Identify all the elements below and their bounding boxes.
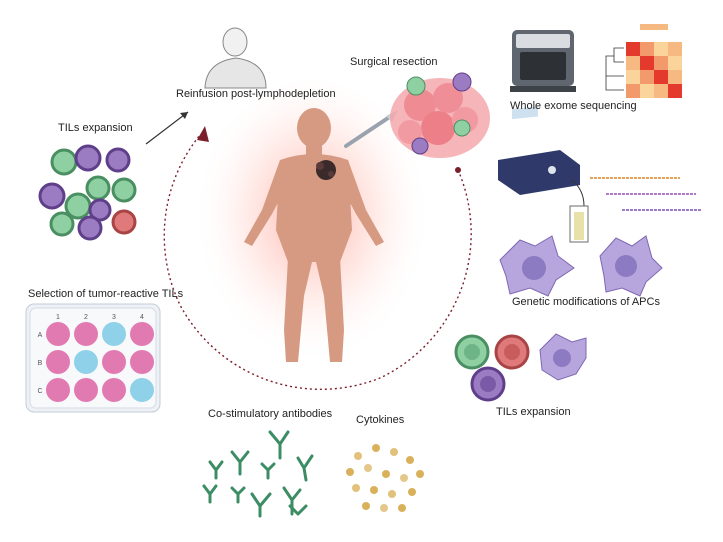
- reinfusion-arrowhead: [180, 112, 188, 119]
- cycle-arrowhead: [197, 126, 209, 142]
- label-surgical-resection: Surgical resection: [350, 56, 438, 68]
- person-icon: [204, 27, 267, 89]
- label-tils-expansion-right: TILs expansion: [496, 406, 571, 418]
- plate-wells: [46, 322, 154, 402]
- heatmap-icon: [605, 24, 682, 98]
- label-selection: Selection of tumor-reactive TILs: [28, 288, 184, 300]
- label-genetic-mods: Genetic modifications of APCs: [512, 296, 660, 308]
- plate-row-c: C: [37, 388, 42, 395]
- body-icon: [244, 108, 384, 362]
- antibody-icon: [202, 430, 314, 518]
- t-cell-icon: [454, 333, 587, 402]
- plate-col-4: 4: [140, 314, 144, 321]
- tumor-tissue: [390, 72, 490, 158]
- cycle-start-dot: [455, 167, 461, 173]
- dna-strands: [590, 177, 702, 211]
- plate-col-2: 2: [84, 314, 88, 321]
- electroporator-icon: [498, 106, 589, 243]
- sequencer-icon: [510, 30, 576, 92]
- plate-col-3: 3: [112, 314, 116, 321]
- plate-row-a: A: [38, 332, 43, 339]
- cycle-arc: [163, 134, 472, 390]
- plate-col-1: 1: [56, 314, 60, 321]
- apc-icon: [499, 235, 663, 297]
- reinfusion-arrow: [145, 111, 189, 145]
- label-whole-exome: Whole exome sequencing: [510, 100, 637, 112]
- label-cytokines: Cytokines: [356, 414, 405, 426]
- tils-cluster-left: [38, 144, 137, 241]
- label-costim: Co-stimulatory antibodies: [208, 408, 333, 420]
- well-plate: 1 2 3 4 A B C: [25, 303, 161, 413]
- cytokine-icon: [346, 444, 424, 512]
- tumor-icon: [316, 160, 336, 180]
- label-reinfusion: Reinfusion post-lymphodepletion: [176, 88, 336, 100]
- label-tils-expansion-left: TILs expansion: [58, 122, 133, 134]
- plate-row-b: B: [38, 360, 43, 367]
